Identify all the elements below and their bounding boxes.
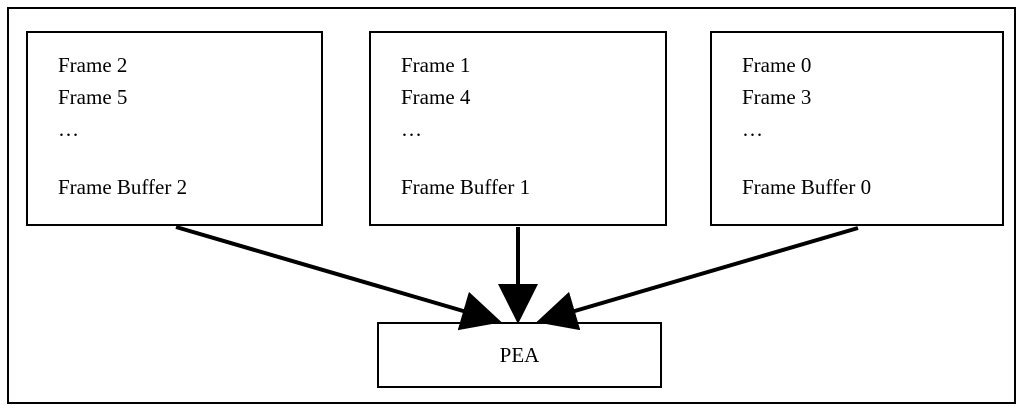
frame-buffer-1-box: Frame 1 Frame 4 … Frame Buffer 1: [369, 31, 667, 226]
frame-buffer-2-ellipsis: …: [58, 117, 79, 141]
pea-box: PEA: [377, 322, 662, 388]
frame-buffer-1-line-1: Frame 1: [401, 53, 471, 77]
frame-buffer-1-label: Frame Buffer 1: [401, 175, 531, 199]
frame-buffer-2-box: Frame 2 Frame 5 … Frame Buffer 2: [26, 31, 323, 226]
frame-buffer-2-line-2: Frame 5: [58, 85, 128, 109]
frame-buffer-0-line-2: Frame 3: [742, 85, 812, 109]
frame-buffer-2-line-1: Frame 2: [58, 53, 128, 77]
diagram-frame: [7, 7, 1016, 404]
frame-buffer-0-box: Frame 0 Frame 3 … Frame Buffer 0: [710, 31, 1004, 226]
frame-buffer-1-line-2: Frame 4: [401, 85, 471, 109]
frame-buffer-0-line-1: Frame 0: [742, 53, 812, 77]
pea-label: PEA: [499, 342, 540, 367]
frame-buffer-0-ellipsis: …: [742, 117, 763, 141]
frame-buffer-0-label: Frame Buffer 0: [742, 175, 872, 199]
frame-buffer-1-ellipsis: …: [401, 117, 422, 141]
frame-buffer-2-label: Frame Buffer 2: [58, 175, 188, 199]
